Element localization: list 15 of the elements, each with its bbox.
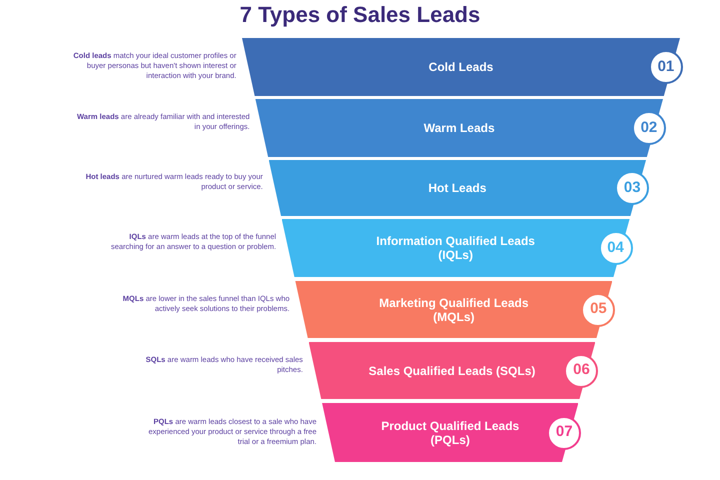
band-label: Information Qualified Leads (IQLs) [375,234,536,262]
funnel-band [242,38,680,96]
funnel-band [282,219,630,277]
band-label: Warm Leads [424,121,495,135]
band-label: Hot Leads [428,181,486,195]
funnel-band [295,281,612,338]
funnel-band [255,99,664,157]
band-label: Marketing Qualified Leads (MQLs) [378,296,530,324]
title: 7 Types of Sales Leads [238,4,482,26]
band-label: Product Qualified Leads (PQLs) [380,418,520,446]
funnel-band [322,403,578,462]
band-label: Sales Qualified Leads (SQLs) [368,364,536,378]
funnel-band [308,342,596,399]
band-label: Cold Leads [428,60,494,74]
funnel-band [268,160,646,216]
